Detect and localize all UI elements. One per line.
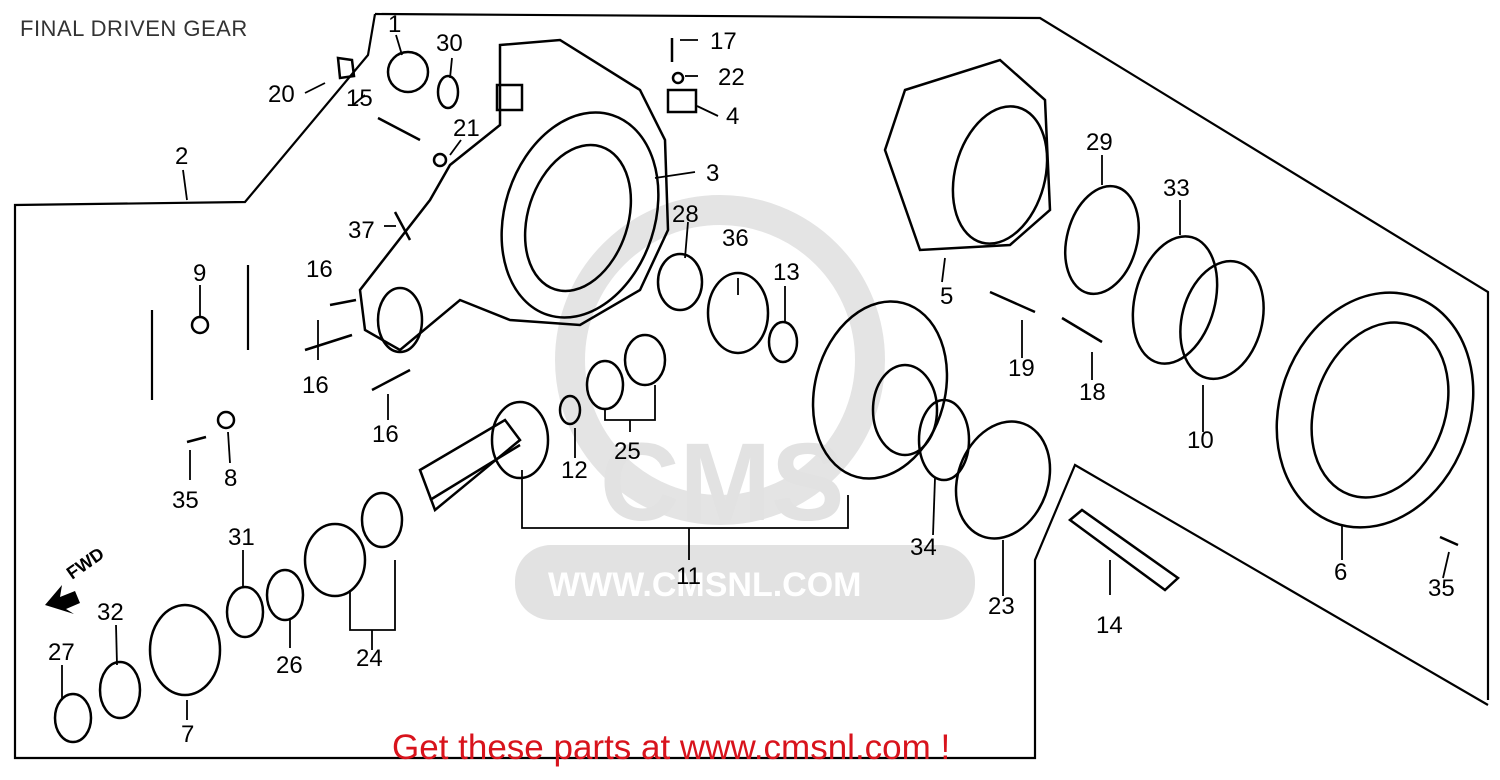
callout-31: 31 <box>228 524 255 551</box>
ring-gear <box>418 300 949 513</box>
seal-29 <box>1064 184 1140 296</box>
callout-30: 30 <box>436 30 463 57</box>
spacer-26 <box>265 568 305 622</box>
stud-16b <box>304 333 353 352</box>
callout-36: 36 <box>722 225 749 252</box>
bolt-19 <box>989 290 1036 314</box>
race-24 <box>303 522 367 598</box>
shim-12 <box>558 394 582 426</box>
callout-5: 5 <box>940 283 953 310</box>
callout-2: 2 <box>175 143 188 170</box>
watermark-url: WWW.CMSNL.COM <box>548 566 862 604</box>
nut-27 <box>53 692 93 744</box>
washer-21 <box>432 152 448 168</box>
nut-8 <box>216 410 236 430</box>
callout-labels: 1 2 3 4 5 6 7 8 9 10 11 12 13 14 15 16 1… <box>48 11 1455 748</box>
callout-37: 37 <box>348 217 375 244</box>
callout-35a: 35 <box>172 487 199 514</box>
callout-6: 6 <box>1334 559 1347 586</box>
parts <box>53 38 1475 744</box>
promo-link[interactable]: Get these parts at www.cmsnl.com ! <box>392 728 951 767</box>
bolt-35a <box>186 435 207 444</box>
case-cover <box>883 58 1052 252</box>
ring-30 <box>436 74 460 110</box>
callout-22: 22 <box>718 64 745 91</box>
ring-13 <box>767 320 799 364</box>
callout-26: 26 <box>276 652 303 679</box>
washer-22 <box>671 71 685 85</box>
stud-16a <box>329 298 357 307</box>
callout-19: 19 <box>1008 355 1035 382</box>
callout-21: 21 <box>453 115 480 142</box>
stud-16c <box>371 368 411 392</box>
callout-27: 27 <box>48 639 75 666</box>
callout-34: 34 <box>910 534 937 561</box>
callout-11: 11 <box>676 563 701 590</box>
watermark: CMS WWW.CMSNL.COM <box>515 195 975 620</box>
callout-28: 28 <box>672 201 699 228</box>
callout-9: 9 <box>193 260 206 287</box>
race-25 <box>585 359 625 411</box>
callout-16b: 16 <box>302 372 329 399</box>
leader-lines <box>61 34 1450 720</box>
ring-32 <box>98 660 142 720</box>
callout-17: 17 <box>710 28 737 55</box>
diagram-title: FINAL DRIVEN GEAR <box>20 16 248 41</box>
bolt-15 <box>377 116 421 142</box>
callout-35b: 35 <box>1428 575 1455 602</box>
bolt-18 <box>1061 316 1103 344</box>
bolt-35b <box>1439 535 1459 547</box>
callout-16a: 16 <box>306 256 333 283</box>
callout-18: 18 <box>1079 379 1106 406</box>
bearing-28 <box>656 252 704 312</box>
bearing-25 <box>623 333 667 387</box>
callout-4: 4 <box>726 103 739 130</box>
callout-10: 10 <box>1187 427 1214 454</box>
callout-32: 32 <box>97 599 124 626</box>
seal-1 <box>386 50 430 94</box>
nut-9 <box>190 315 210 335</box>
callout-29: 29 <box>1086 129 1113 156</box>
group-boundary <box>13 12 1490 760</box>
watermark-logo: CMS <box>600 421 844 544</box>
callout-7: 7 <box>181 721 194 748</box>
cover-ring <box>1275 291 1475 529</box>
callout-20: 20 <box>268 81 295 108</box>
bearing-23 <box>954 420 1052 540</box>
callout-15: 15 <box>346 85 373 112</box>
callout-12: 12 <box>561 457 588 484</box>
plug-20 <box>336 56 356 80</box>
ring-gear-7 <box>148 603 222 697</box>
pin-14 <box>1067 508 1180 592</box>
fwd-label: FWD <box>63 543 108 583</box>
ring-34 <box>917 398 971 482</box>
callout-33: 33 <box>1163 175 1190 202</box>
callout-23: 23 <box>988 593 1015 620</box>
bracket-4 <box>666 88 698 114</box>
breather-37 <box>393 211 412 241</box>
bearing-24a <box>360 491 404 549</box>
ring-31 <box>225 585 265 639</box>
callout-16c: 16 <box>372 421 399 448</box>
shim-10 <box>1179 259 1265 381</box>
callout-8: 8 <box>224 465 237 492</box>
callout-3: 3 <box>706 160 719 187</box>
callout-14: 14 <box>1096 612 1123 639</box>
bearing-36 <box>706 271 770 355</box>
o-ring-33 <box>1131 235 1219 365</box>
callout-1: 1 <box>388 11 401 38</box>
gear-case <box>358 38 670 354</box>
callout-24: 24 <box>356 645 383 672</box>
callout-25: 25 <box>614 438 641 465</box>
callout-13: 13 <box>773 259 800 286</box>
